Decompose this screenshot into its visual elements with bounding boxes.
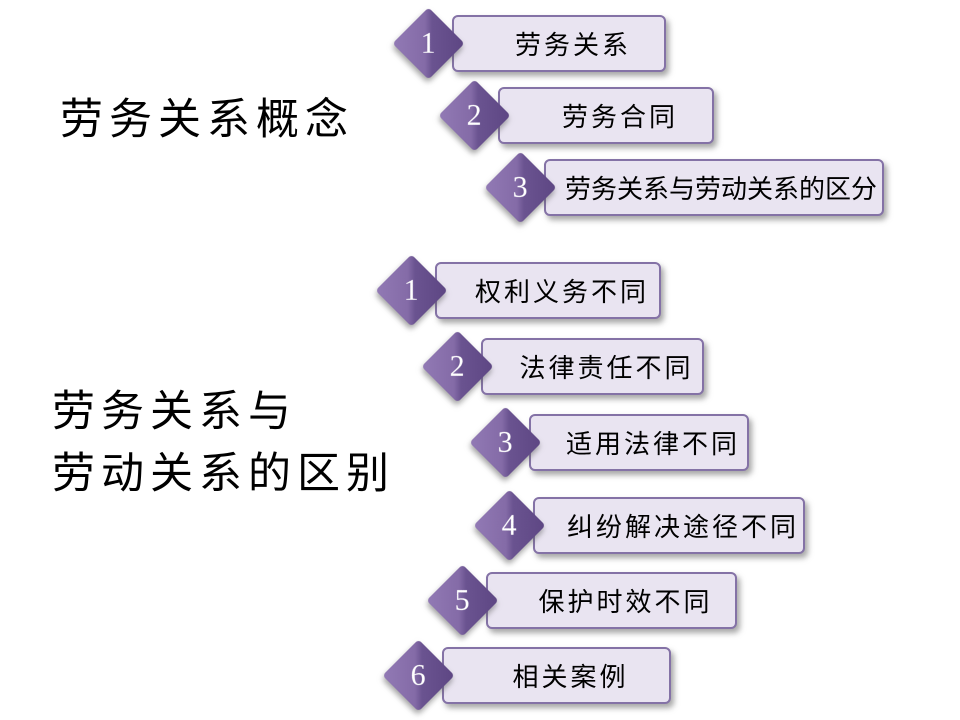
item-label: 纠纷解决途径不同 <box>566 513 799 542</box>
item-bar: 劳务关系与劳动关系的区分 <box>544 159 884 216</box>
item-bar: 劳务合同 <box>498 87 714 144</box>
item-label: 劳务合同 <box>561 103 678 132</box>
item-number: 2 <box>467 98 482 132</box>
item-number: 5 <box>455 583 470 617</box>
item-bar: 劳务关系 <box>452 15 666 72</box>
item-bar: 保护时效不同 <box>486 572 737 629</box>
item-number: 3 <box>498 425 513 459</box>
item-number: 1 <box>421 26 436 60</box>
item-number: 3 <box>513 170 528 204</box>
item-number: 1 <box>404 273 419 307</box>
item-number: 4 <box>502 508 517 542</box>
item-label: 相关案例 <box>512 663 629 692</box>
item-bar: 法律责任不同 <box>481 338 704 395</box>
section-1-title-line: 劳务关系概念 <box>60 97 354 144</box>
item-bar: 权利义务不同 <box>435 262 661 319</box>
item-number: 6 <box>411 658 426 692</box>
item-number: 2 <box>450 349 465 383</box>
item-label: 法律责任不同 <box>519 354 694 383</box>
item-label: 保护时效不同 <box>538 588 713 617</box>
section-1-title: 劳务关系概念 <box>60 90 354 152</box>
item-bar: 纠纷解决途径不同 <box>533 497 805 554</box>
section-2-title-line-2: 劳动关系的区别 <box>52 451 395 498</box>
item-label: 劳务关系与劳动关系的区分 <box>564 175 877 204</box>
section-2-title-line-1: 劳务关系与 <box>52 389 297 436</box>
item-bar: 适用法律不同 <box>529 414 749 471</box>
item-label: 劳务关系 <box>514 31 631 60</box>
item-label: 适用法律不同 <box>565 430 740 459</box>
item-bar: 相关案例 <box>442 647 671 704</box>
section-2-title: 劳务关系与 劳动关系的区别 <box>52 382 395 506</box>
item-label: 权利义务不同 <box>474 278 649 307</box>
